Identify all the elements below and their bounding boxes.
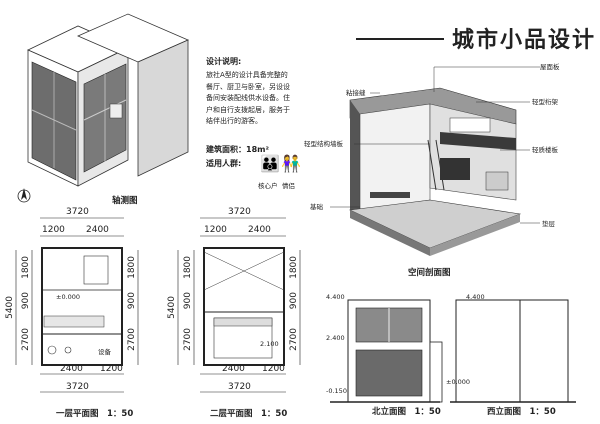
label-seam: 粘接缝 (346, 89, 366, 97)
plan1-bot-total: 3720 (66, 382, 89, 392)
users-label: 适用人群: (206, 159, 242, 168)
plan1-left-total: 5400 (5, 296, 15, 319)
plan2-top-b: 2400 (248, 225, 271, 235)
plan2-left-b: 900 (183, 292, 193, 310)
elev-w-caption: 西立面图 1：50 (487, 407, 556, 417)
elev-n-level-1: 4.400 (326, 293, 345, 301)
building-area: 建筑面积：18m² (206, 145, 269, 154)
label-floorboard: 轻质楼板 (532, 146, 558, 154)
plan1-bot-b: 1200 (100, 364, 123, 374)
label-truss: 轻型桁架 (532, 98, 558, 106)
elev-w-level-1: 4.400 (466, 293, 485, 301)
plan2-left-a: 1800 (183, 256, 193, 279)
plan2-left-total: 5400 (167, 296, 177, 319)
plan2-bot-b: 1200 (262, 364, 285, 374)
plan2-right-a: 1800 (289, 256, 299, 279)
label-base: 基础 (310, 203, 323, 211)
section-caption: 空间剖面图 (408, 268, 451, 278)
plan2-right-b: 900 (289, 292, 299, 310)
plan1-level: ±0.000 (56, 293, 81, 301)
user-type-family: 核心户 (258, 182, 278, 190)
label-pad: 垫层 (542, 220, 555, 228)
plan2-right-c: 2700 (289, 328, 299, 351)
label-wall: 轻型结构墙板 (304, 140, 343, 148)
plan2-left-c: 2700 (183, 328, 193, 351)
plan2-bot-a: 2400 (222, 364, 245, 374)
plan1-top-a: 1200 (42, 225, 65, 235)
elev-n-level-2: 2.400 (326, 334, 345, 342)
description-line: 旅社A型的设计具备完整的 (206, 71, 288, 79)
couple-icon: 👫 (281, 154, 301, 173)
plan1-left-b: 900 (21, 292, 31, 310)
elev-n-level-4: -0.150 (326, 387, 347, 395)
plan2-bot-total: 3720 (228, 382, 251, 392)
description-line: 备间安装配线供水设备。住 (206, 94, 290, 102)
plan2-caption: 二层平面图 1：50 (210, 409, 288, 419)
family-icon: 👪 (260, 154, 280, 173)
plan1-right-c: 2700 (127, 328, 137, 351)
page-title: 城市小品设计 (452, 28, 597, 53)
plan1-bot-a: 2400 (60, 364, 83, 374)
plan1-left-a: 1800 (21, 256, 31, 279)
plan1-right-a: 1800 (127, 256, 137, 279)
description-heading: 设计说明: (206, 57, 242, 66)
elev-n-caption: 北立面图 1：50 (372, 407, 441, 417)
description-line: 餐厅、厨卫与卧室，另设设 (206, 82, 290, 91)
plan1-right-b: 900 (127, 292, 137, 310)
axon-caption: 轴测图 (112, 196, 138, 206)
plan2-top-total: 3720 (228, 207, 251, 217)
plan1-caption: 一层平面图 1：50 (56, 409, 134, 419)
elev-n-level-3: ±0.000 (446, 378, 471, 386)
plan2-level: 2.100 (260, 340, 279, 348)
title-rule (356, 38, 444, 40)
plan1-top-b: 2400 (86, 225, 109, 235)
plan2-top-a: 1200 (204, 225, 227, 235)
plan1-left-c: 2700 (21, 328, 31, 351)
description-line: 户和自行支拨起居，服务于 (206, 105, 290, 114)
description-line: 结伴出行的游客。 (206, 117, 262, 125)
plan1-equipment: 设备 (98, 348, 111, 356)
plan1-top-total: 3720 (66, 207, 89, 217)
label-roof: 屋面板 (540, 63, 560, 71)
description-text: 旅社A型的设计具备完整的 餐厅、厨卫与卧室，另设设 备间安装配线供水设备。住 户… (206, 70, 290, 128)
user-type-couple: 情侣 (282, 182, 295, 190)
